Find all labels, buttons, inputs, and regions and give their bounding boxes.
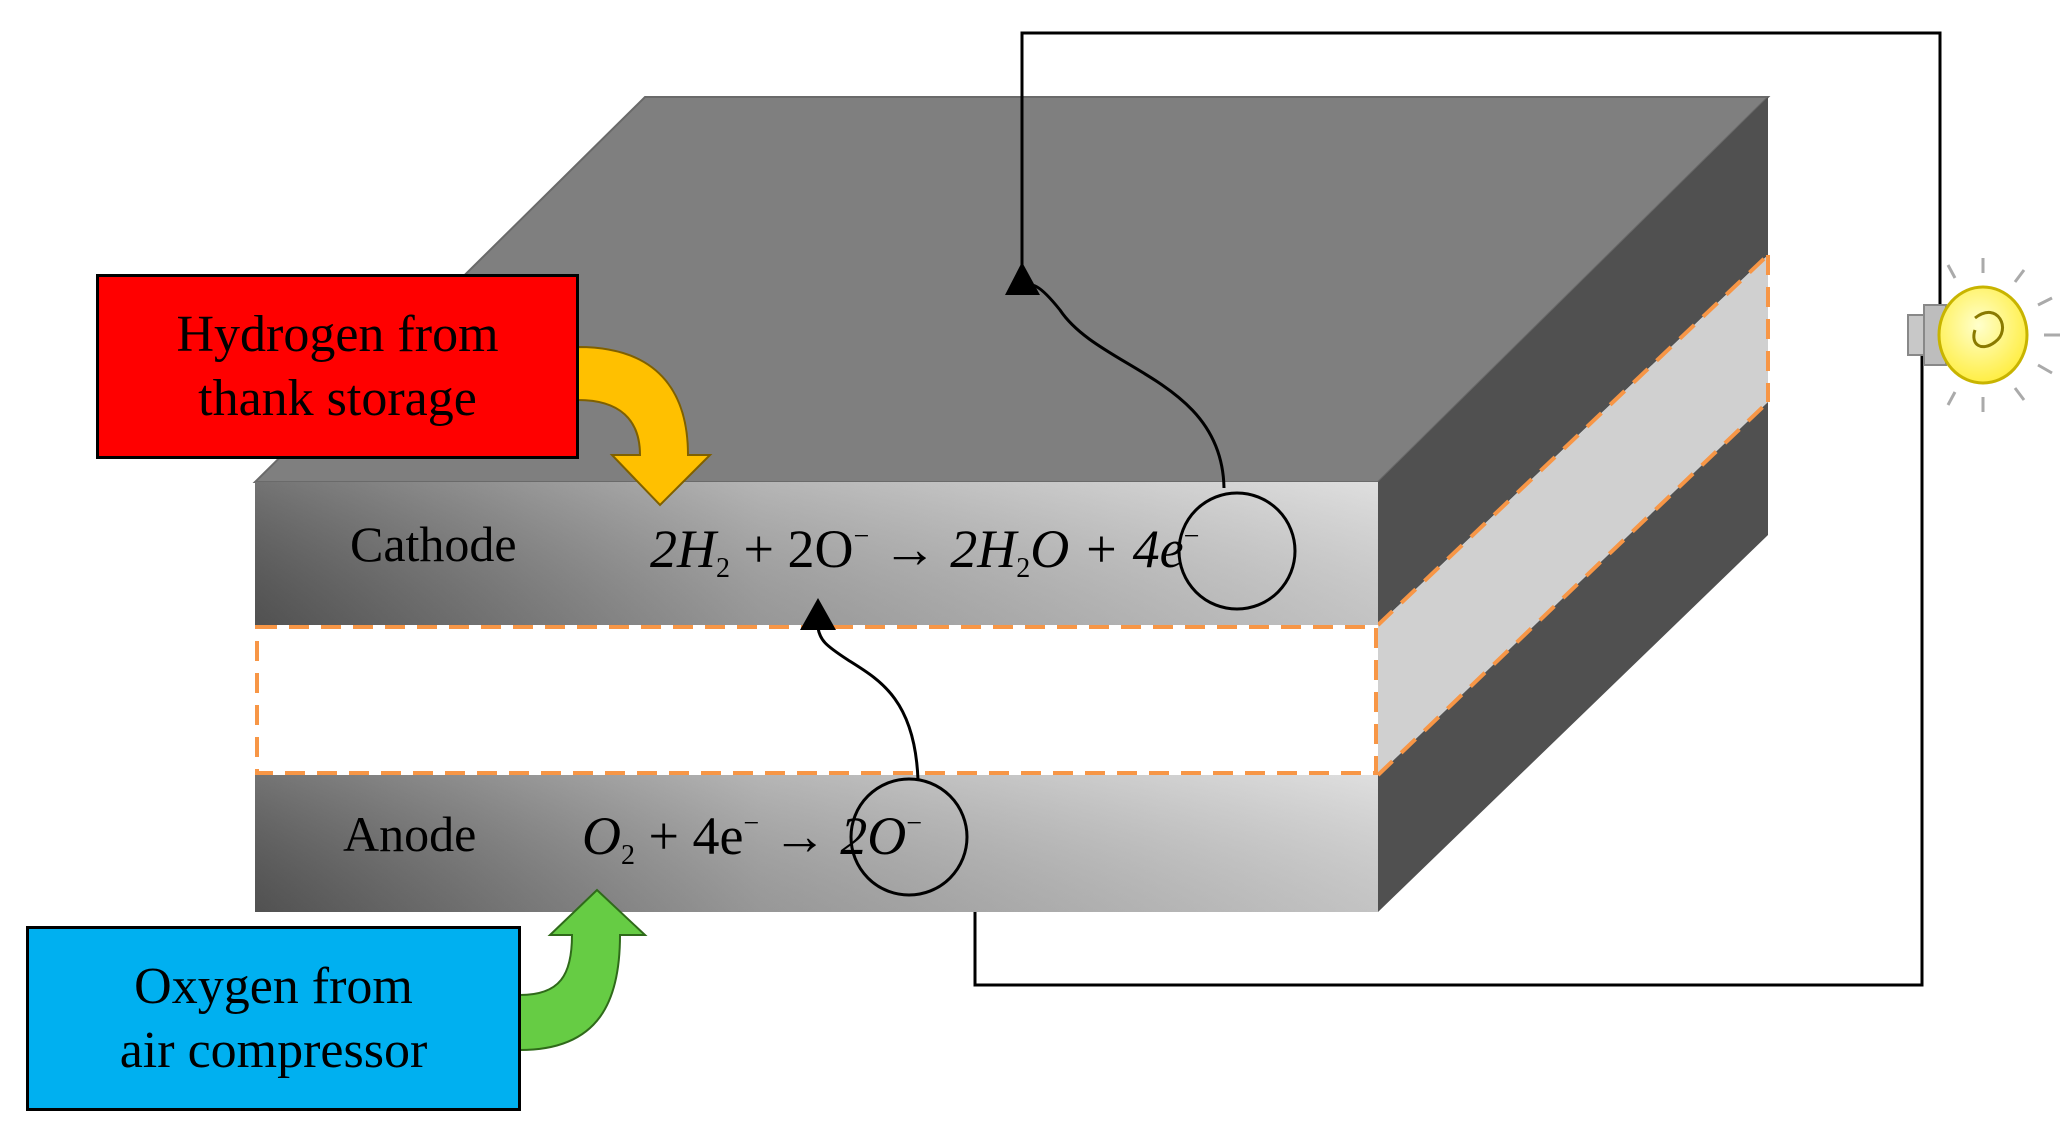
hydrogen-source-box: Hydrogen from thank storage <box>96 274 579 459</box>
oxygen-inlet-arrow <box>519 888 648 1052</box>
anode-side-face <box>1378 402 1768 912</box>
side-dashed-edge-top <box>1376 253 1770 627</box>
cathode-label: Cathode <box>350 516 517 572</box>
external-circuit-wire-bottom <box>973 355 1924 987</box>
hydrogen-inlet-arrow <box>577 345 713 507</box>
electron-flow-curve-cathode <box>1023 283 1226 489</box>
side-dashed-edge-bottom <box>1376 400 1770 777</box>
external-circuit-wire <box>1020 31 1942 310</box>
light-bulb-icon <box>1907 258 2060 412</box>
ion-flow-curve <box>816 627 920 781</box>
cathode-equation: 2H2 + 2O− → 2H2O + 4e− <box>650 519 1200 584</box>
electrons-circle-cathode <box>1177 491 1297 611</box>
hydrogen-label-line1: Hydrogen from <box>176 305 499 363</box>
hydrogen-label-line2: thank storage <box>198 369 477 427</box>
anode-equation: O2 + 4e− → 2O− <box>582 806 923 871</box>
electrolyte-side-face <box>1378 255 1768 775</box>
cathode-side-face <box>1378 97 1768 625</box>
oxide-ion-circle-anode <box>849 777 969 897</box>
anode-label: Anode <box>343 806 477 862</box>
oxygen-source-box: Oxygen from air compressor <box>26 926 521 1111</box>
ion-flow-arrowhead <box>800 598 836 630</box>
electrolyte-layer <box>255 625 1378 775</box>
oxygen-label-line1: Oxygen from <box>134 957 413 1015</box>
oxygen-label-line2: air compressor <box>119 1021 428 1079</box>
electron-flow-arrowhead-cathode <box>1005 262 1040 295</box>
